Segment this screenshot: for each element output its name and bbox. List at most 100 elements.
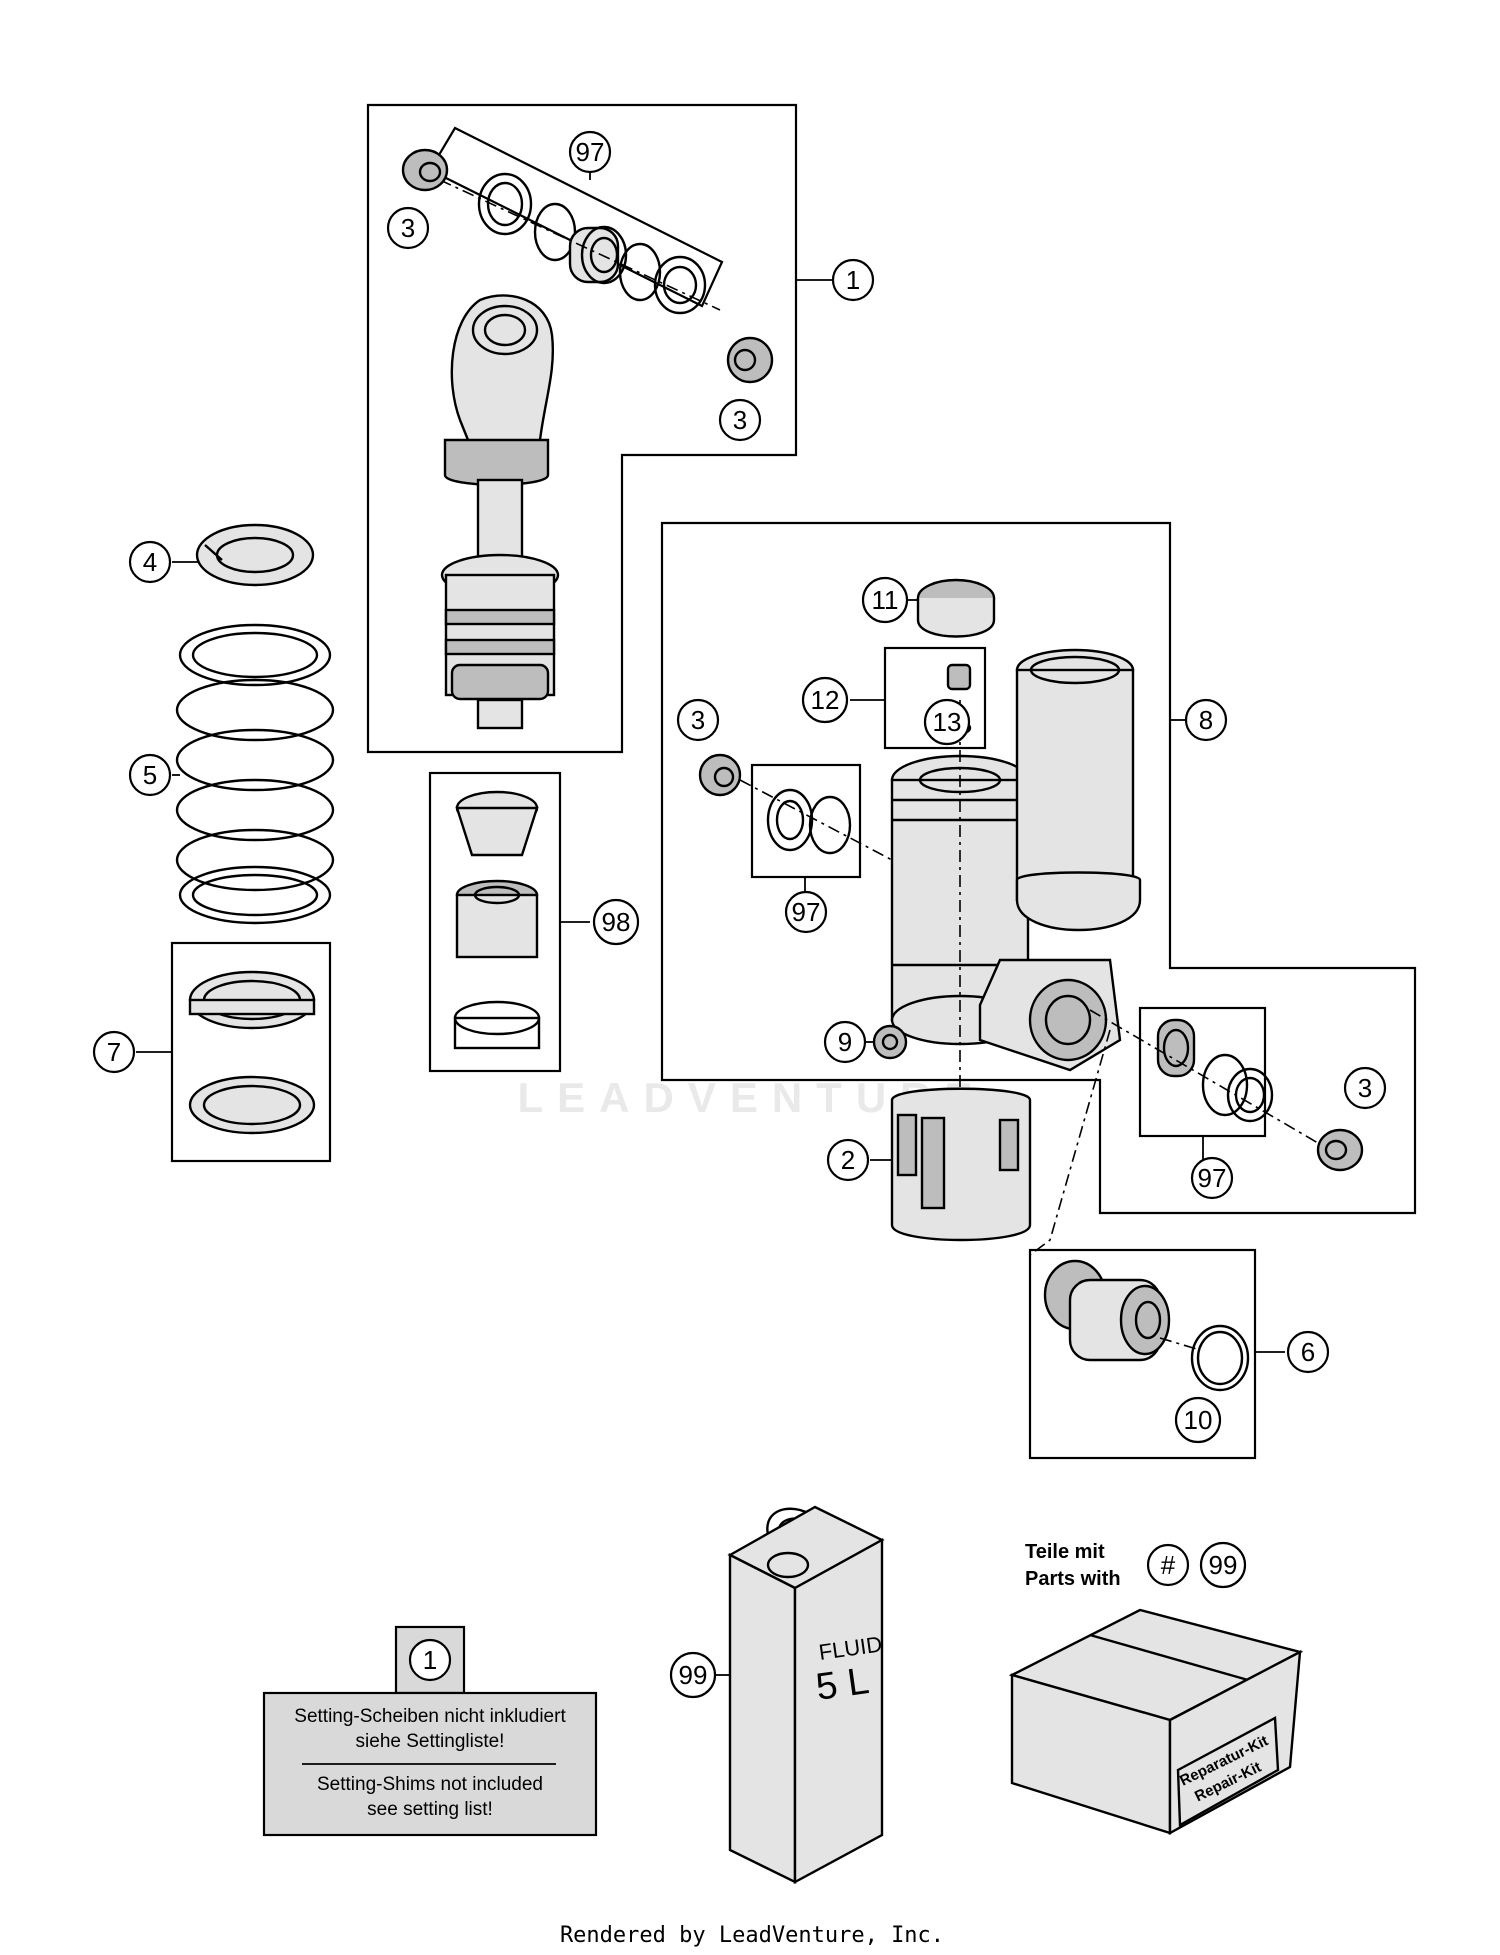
callout-circle (128, 540, 172, 584)
callout-c97b: 97 (784, 890, 828, 934)
bearing-kit-parts-right (1089, 1009, 1331, 1151)
callout-number: 97 (1198, 1163, 1227, 1193)
callout-c13: 13 (923, 698, 971, 746)
callout-c8: 8 (1184, 698, 1228, 742)
callout-c97a: 97 (568, 130, 612, 174)
note-line-de-2: siehe Settingliste! (356, 1731, 505, 1752)
spring-retainer-part (195, 523, 315, 587)
callout-number: 98 (602, 907, 631, 937)
callout-circle (1184, 698, 1228, 742)
callout-c6: 6 (1286, 1330, 1330, 1374)
callout-c98: 98 (592, 898, 640, 946)
seal-3-right-bottom (1316, 1128, 1364, 1172)
kit-legend-line2: Parts with (1025, 1568, 1121, 1590)
callout-number: 97 (576, 137, 605, 167)
callout-c4: 4 (128, 540, 172, 584)
callout-circle (592, 898, 640, 946)
compression-adjuster-part (1043, 1259, 1250, 1392)
callout-number: 99 (679, 1660, 708, 1690)
callout-number: 3 (691, 705, 705, 735)
seal-3-right-top (726, 336, 774, 384)
callout-circle (801, 676, 849, 724)
piston-rod-part (440, 294, 560, 730)
callout-c12: 12 (801, 676, 849, 724)
callout-c99: 99 (669, 1651, 717, 1699)
callout-number: 97 (792, 897, 821, 927)
callout-number: 1 (423, 1645, 437, 1675)
callout-number: 12 (811, 685, 840, 715)
callout-c2: 2 (826, 1138, 870, 1182)
callout-number: 13 (933, 707, 962, 737)
spring-part (175, 623, 335, 925)
callout-c9: 9 (823, 1020, 867, 1064)
screw-9-part (865, 1024, 908, 1060)
callout-circle (1146, 1543, 1190, 1587)
callout-c99kit: 99 (1199, 1541, 1247, 1589)
bump-stop-kit-part (453, 790, 541, 1050)
frame-group-8 (660, 521, 1417, 1215)
callout-c10: 10 (1174, 1396, 1222, 1444)
callout-c3b: 3 (718, 398, 762, 442)
callout-c3d: 3 (1343, 1066, 1387, 1110)
callout-number: 5 (143, 760, 157, 790)
callout-c3c: 3 (676, 698, 720, 742)
callout-number: 3 (1358, 1073, 1372, 1103)
frame-group-97-right (1138, 1006, 1267, 1138)
callout-number: 9 (838, 1027, 852, 1057)
callout-circle (923, 698, 971, 746)
callout-circle (408, 1638, 452, 1682)
frame-group-1 (366, 103, 798, 754)
callout-circle (1199, 1541, 1247, 1589)
callout-circle (826, 1138, 870, 1182)
callout-circle (784, 890, 828, 934)
callout-number: 2 (841, 1145, 855, 1175)
callout-circle (92, 1030, 136, 1074)
reservoir-body-part (890, 700, 1030, 1120)
callout-circle (1343, 1066, 1387, 1110)
adjuster-rings-part (188, 970, 316, 1135)
callout-circle (128, 753, 172, 797)
frame-group-6 (1028, 1248, 1257, 1460)
callout-circle (1190, 1156, 1234, 1200)
note-line-en-2: see setting list! (367, 1799, 493, 1820)
callout-number: 8 (1199, 705, 1213, 735)
callout-number: 3 (401, 213, 415, 243)
shock-body-part (978, 648, 1142, 1072)
callout-circle (669, 1651, 717, 1699)
seal-3-reservoir (698, 753, 742, 797)
callout-circle (718, 398, 762, 442)
callout-c1note: 1 (408, 1638, 452, 1682)
callout-circle (676, 698, 720, 742)
can-label-line2: 5 L (813, 1660, 871, 1709)
reservoir-cap-part (916, 578, 996, 638)
callout-circle (831, 258, 875, 302)
bearing-kit-parts-middle (739, 779, 893, 861)
callout-c3a: 3 (386, 206, 430, 250)
callout-c97c: 97 (1190, 1156, 1234, 1200)
callout-c5: 5 (128, 753, 172, 797)
callout-number: 6 (1301, 1337, 1315, 1367)
callout-circle (1286, 1330, 1330, 1374)
callout-chash: # (1146, 1543, 1190, 1587)
bearing-kit-parts-top (439, 172, 721, 315)
repair-kit-box-part: Reparatur-Kit Repair-Kit (1008, 1608, 1304, 1836)
callout-number: 99 (1209, 1550, 1238, 1580)
callout-number: 7 (107, 1037, 121, 1067)
callout-circle (861, 576, 909, 624)
callout-layer: 1 97 3 3 4 5 7 98 11 12 13 8 3 97 9 2 3 97 6 10 99 1 #99 (92, 130, 1387, 1699)
callout-number: # (1161, 1550, 1176, 1580)
sticker-2-part (890, 1087, 1032, 1242)
callout-number: 4 (143, 547, 157, 577)
callout-c1: 1 (831, 258, 875, 302)
callout-c11: 11 (861, 576, 909, 624)
callout-circle (386, 206, 430, 250)
fluid-can-part: FLUID 5 L (727, 1505, 885, 1885)
callout-number: 3 (733, 405, 747, 435)
callout-number: 11 (872, 585, 899, 615)
seal-3-left-top (401, 148, 449, 192)
callout-number: 1 (846, 265, 860, 295)
callout-circle (823, 1020, 867, 1064)
frame-group-97-middle (750, 763, 862, 879)
callout-circle (568, 130, 612, 174)
